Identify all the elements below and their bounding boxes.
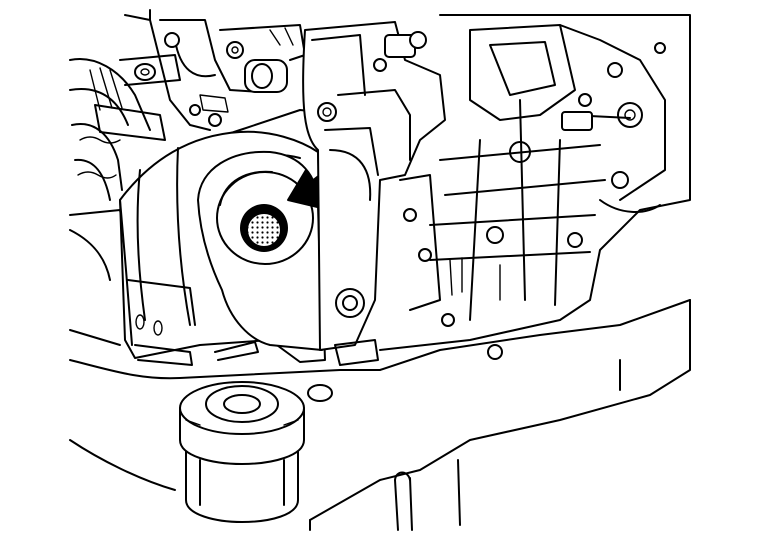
central-bracket bbox=[302, 21, 446, 366]
oil-filter bbox=[179, 381, 305, 523]
lower-body bbox=[69, 299, 691, 531]
left-hoses bbox=[69, 54, 181, 281]
right-engine-detail bbox=[379, 14, 691, 351]
upper-engine-clutter bbox=[124, 9, 321, 151]
